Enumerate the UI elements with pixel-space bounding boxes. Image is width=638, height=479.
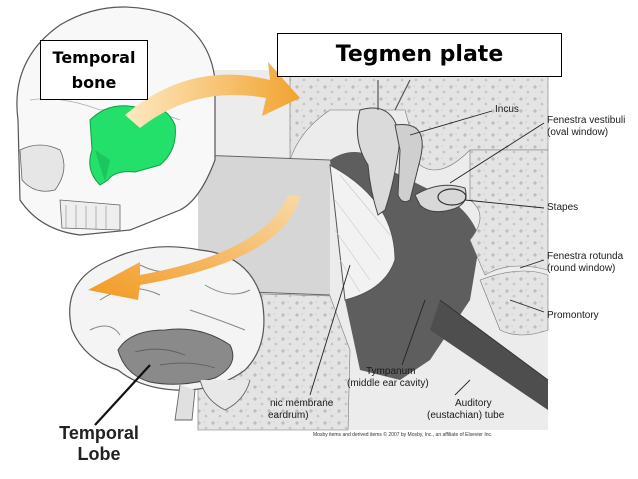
leader-lines [309,110,545,396]
label-promontory: Promontory [547,310,599,321]
label-fenestra-rotunda: Fenestra rotunda [547,251,624,262]
temporal-lobe-label: Temporal Lobe [40,423,158,465]
label-eustachian-tube: (eustachian) tube [427,410,505,421]
temporal-lobe-line2: Lobe [77,444,121,464]
copyright-credit: Mosby items and derived items © 2007 by … [313,432,493,438]
lobe-pointer [94,364,151,426]
label-incus: Incus [495,104,519,115]
label-auditory: Auditory [455,398,492,409]
title-box: Tegmen plate [277,33,562,77]
label-tympanum: Tympanum [366,366,416,377]
label-eardrum: eardrum) [268,410,309,421]
temporal-lobe-line1: Temporal [59,423,139,443]
title-label: Tegmen plate [335,42,504,67]
arrow-skull-to-ear [125,62,300,128]
label-tympanic-membrane: nic membrane [270,398,334,409]
temporal-bone-line1: Temporal [52,48,136,67]
label-oval-window: (oval window) [547,127,609,138]
label-round-window: (round window) [547,263,616,274]
temporal-bone-box: Temporal bone [40,40,148,100]
temporal-bone-line2: bone [71,73,117,92]
label-fenestra-vestibuli: Fenestra vestibuli [547,115,626,126]
arrow-ear-to-brain [88,195,300,300]
label-middle-ear-cavity: (middle ear cavity) [347,378,429,389]
label-stapes: Stapes [547,202,579,213]
